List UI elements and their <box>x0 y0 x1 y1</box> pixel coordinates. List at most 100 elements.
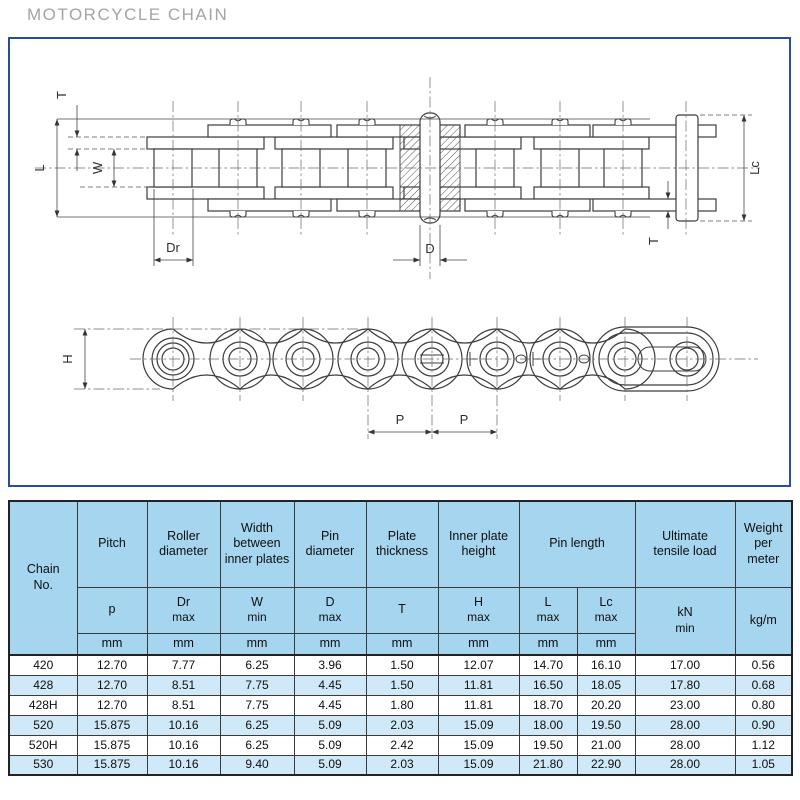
unit-cell: mm <box>293 632 367 656</box>
side-view-dimensions: H P P <box>60 328 497 435</box>
value-cell: 15.875 <box>76 754 148 776</box>
chain-no-cell: 520 <box>8 714 78 736</box>
symbol-text: T <box>398 602 406 617</box>
value-cell: 10.16 <box>146 714 221 736</box>
col-header-pin-length: Pin length <box>518 500 636 588</box>
col-header-plate-thickness: Plate thickness <box>365 500 439 588</box>
dim-label-T-right: T <box>646 237 661 245</box>
symbol-text: W <box>251 594 263 609</box>
value-cell: 23.00 <box>634 694 736 716</box>
value-cell: 10.16 <box>146 754 221 776</box>
value-cell: 6.25 <box>219 714 295 736</box>
chain-no-line2: No. <box>33 578 53 592</box>
value-cell: 8.51 <box>146 694 221 716</box>
value-cell: 7.75 <box>219 694 295 716</box>
value-cell: 19.50 <box>518 734 578 756</box>
dim-label-Dr: Dr <box>166 240 180 255</box>
symbol-pitch: p <box>76 586 148 634</box>
value-cell: 2.03 <box>365 714 439 736</box>
symbol-text: H <box>473 594 484 609</box>
symbol-plate-thickness: T <box>365 586 439 634</box>
qualifier-text: max <box>536 610 560 625</box>
value-cell: 1.50 <box>365 654 439 676</box>
value-cell: 18.70 <box>518 694 578 716</box>
col-header-chain-no: Chain No. <box>8 500 78 656</box>
chain-no-line1: Chain <box>26 562 60 577</box>
dim-label-T-left: T <box>54 91 69 99</box>
plan-view-drawing <box>35 77 760 279</box>
qualifier-text: max <box>318 610 342 625</box>
header-title-row: Chain No. Pitch Roller diameter Width be… <box>8 500 793 656</box>
value-cell: 9.40 <box>219 754 295 776</box>
value-cell: 4.45 <box>293 674 367 696</box>
value-cell: 12.70 <box>76 674 148 696</box>
value-cell: 17.80 <box>634 674 736 696</box>
side-view-drawing <box>130 317 758 439</box>
dim-label-D: D <box>425 241 434 256</box>
spec-table-head: Chain No. Pitch Roller diameter Width be… <box>8 500 793 656</box>
value-cell: 11.81 <box>437 694 520 716</box>
value-cell: 19.50 <box>576 714 636 736</box>
value-cell: 0.80 <box>734 694 793 716</box>
symbol-text: kg/m <box>749 612 777 627</box>
value-cell: 15.09 <box>437 754 520 776</box>
value-cell: 22.90 <box>576 754 636 776</box>
value-cell: 28.00 <box>634 754 736 776</box>
value-cell: 7.75 <box>219 674 295 696</box>
dim-label-Lc: Lc <box>747 161 762 175</box>
value-cell: 1.12 <box>734 734 793 756</box>
value-cell: 21.00 <box>576 734 636 756</box>
value-cell: 12.70 <box>76 654 148 676</box>
unit-cell: mm <box>76 632 148 656</box>
value-cell: 11.81 <box>437 674 520 696</box>
col-header-ultimate-tensile-load: Ultimate tensile load <box>634 500 736 588</box>
value-cell: 2.42 <box>365 734 439 756</box>
value-cell: 12.70 <box>76 694 148 716</box>
plan-view-dimensions: L T W Dr D Lc T <box>32 91 762 266</box>
value-cell: 5.09 <box>293 714 367 736</box>
value-cell: 7.77 <box>146 654 221 676</box>
symbol-text: Lc <box>599 594 613 609</box>
symbol-text: p <box>108 602 116 617</box>
value-cell: 1.50 <box>365 674 439 696</box>
col-header-pitch: Pitch <box>76 500 148 588</box>
page-title: MOTORCYCLE CHAIN <box>27 5 229 24</box>
value-cell: 15.875 <box>76 734 148 756</box>
value-cell: 0.56 <box>734 654 793 676</box>
symbol-weight-per-meter: kg/m <box>734 586 793 656</box>
value-cell: 3.96 <box>293 654 367 676</box>
col-header-inner-plate-height: Inner plate height <box>437 500 520 588</box>
symbol-text: Dr <box>176 594 191 609</box>
chain-no-cell: 520H <box>8 734 78 756</box>
unit-cell: mm <box>576 632 636 656</box>
chain-no-cell: 428 <box>8 674 78 696</box>
qualifier-text: min <box>247 610 267 625</box>
qualifier-text: min <box>675 621 695 636</box>
chain-technical-drawing: L T W Dr D Lc T <box>32 77 762 439</box>
value-cell: 0.90 <box>734 714 793 736</box>
value-cell: 6.25 <box>219 654 295 676</box>
value-cell: 17.00 <box>634 654 736 676</box>
col-header-weight-per-meter: Weight per meter <box>734 500 793 588</box>
value-cell: 18.05 <box>576 674 636 696</box>
col-header-roller-diameter: Roller diameter <box>146 500 221 588</box>
value-cell: 28.00 <box>634 734 736 756</box>
symbol-text: L <box>544 594 552 609</box>
chain-no-cell: 420 <box>8 654 78 676</box>
value-cell: 28.00 <box>634 714 736 736</box>
chain-no-cell: 428H <box>8 694 78 716</box>
symbol-text: D <box>325 594 335 609</box>
qualifier-text: max <box>467 610 490 625</box>
value-cell: 4.45 <box>293 694 367 716</box>
spec-table: Chain No. Pitch Roller diameter Width be… <box>8 500 794 776</box>
unit-cell: mm <box>146 632 221 656</box>
